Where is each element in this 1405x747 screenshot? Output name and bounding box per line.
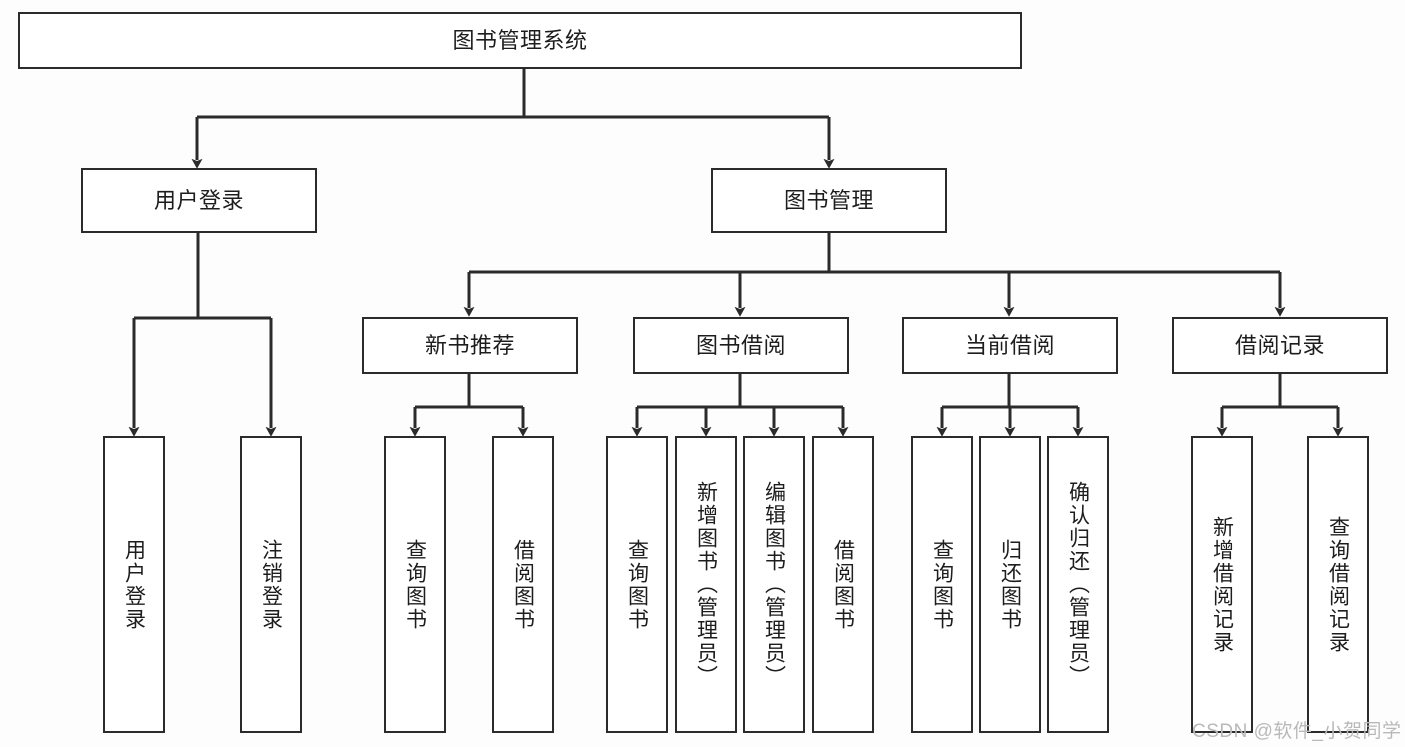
node-leaf-query-book-borrow[interactable]: 查询图书 (606, 436, 668, 733)
node-label: 查询借阅记录 (1326, 515, 1350, 654)
node-label: 注销登录 (259, 538, 283, 631)
node-label: 查询图书 (403, 538, 427, 631)
node-book-management[interactable]: 图书管理 (711, 168, 947, 233)
node-label: 用户登录 (122, 538, 146, 631)
node-label: 借阅记录 (1234, 332, 1325, 358)
node-leaf-add-borrow-record[interactable]: 新增借阅记录 (1191, 436, 1253, 733)
node-label: 新书推荐 (424, 332, 515, 358)
node-label: 查询图书 (625, 538, 649, 631)
node-borrow-records[interactable]: 借阅记录 (1172, 317, 1388, 374)
node-book-borrow[interactable]: 图书借阅 (633, 317, 849, 374)
node-leaf-query-borrow-record[interactable]: 查询借阅记录 (1307, 436, 1369, 733)
node-leaf-return-book[interactable]: 归还图书 (979, 436, 1041, 733)
node-leaf-user-login[interactable]: 用户登录 (103, 436, 165, 733)
node-label: 借阅图书 (511, 538, 535, 631)
node-leaf-edit-book-admin[interactable]: 编辑图书（管理员） (743, 436, 805, 733)
node-leaf-add-book-admin[interactable]: 新增图书（管理员） (675, 436, 737, 733)
node-leaf-confirm-return-admin[interactable]: 确认归还（管理员） (1047, 436, 1109, 733)
node-label: 新增图书（管理员） (694, 481, 718, 688)
node-label: 图书管理 (783, 187, 874, 213)
node-leaf-borrow-book-recommend[interactable]: 借阅图书 (492, 436, 554, 733)
node-leaf-logout[interactable]: 注销登录 (240, 436, 302, 733)
node-current-borrow[interactable]: 当前借阅 (902, 317, 1118, 374)
node-label: 当前借阅 (964, 332, 1055, 358)
node-new-book-recommend[interactable]: 新书推荐 (362, 317, 578, 374)
node-label: 归还图书 (998, 538, 1022, 631)
node-leaf-borrow-book[interactable]: 借阅图书 (812, 436, 874, 733)
node-label: 图书管理系统 (452, 27, 588, 53)
node-label: 图书借阅 (695, 332, 786, 358)
node-label: 新增借阅记录 (1210, 515, 1234, 654)
node-label: 用户登录 (153, 187, 244, 213)
node-root-book-management-system[interactable]: 图书管理系统 (18, 12, 1022, 69)
node-user-login[interactable]: 用户登录 (81, 168, 317, 233)
node-label: 借阅图书 (831, 538, 855, 631)
node-label: 确认归还（管理员） (1066, 481, 1090, 688)
node-label: 编辑图书（管理员） (762, 481, 786, 688)
node-leaf-query-book-recommend[interactable]: 查询图书 (384, 436, 446, 733)
node-label: 查询图书 (930, 538, 954, 631)
node-leaf-query-book-current[interactable]: 查询图书 (911, 436, 973, 733)
